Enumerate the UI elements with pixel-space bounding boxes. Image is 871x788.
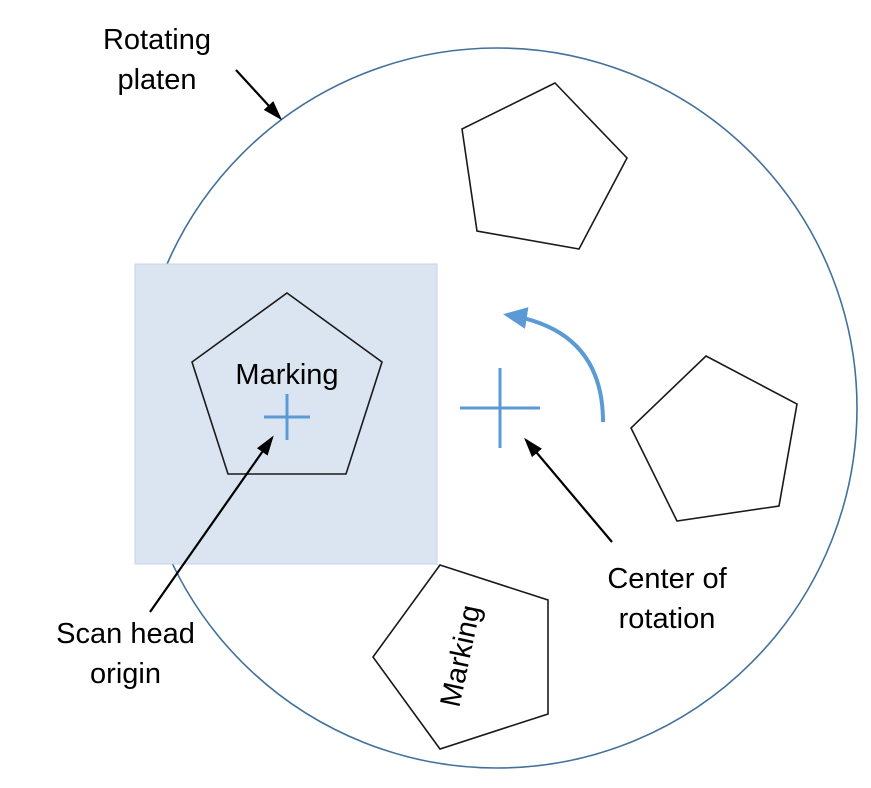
label-center-of-rotation: Center of rotation — [607, 563, 727, 635]
rotating-platen-pointer-arrow — [235, 69, 283, 121]
label-rotating-platen: Rotating platen — [102, 24, 211, 96]
pentagon-right — [630, 355, 798, 522]
center-of-rotation-cross — [460, 368, 540, 448]
scan-head-origin-pointer-arrow — [149, 435, 274, 613]
marking-pentagon-bottom — [372, 564, 549, 750]
center-of-rotation-pointer-arrow — [524, 437, 613, 543]
scan-head-origin-cross — [264, 394, 310, 440]
scan-field-rect — [134, 263, 438, 565]
rotation-direction-arrow — [503, 307, 605, 423]
label-marking-left: Marking — [235, 359, 339, 391]
pentagon-top — [461, 82, 628, 250]
label-scan-head-origin: Scan head origin — [56, 618, 195, 690]
marking-pentagon-left — [191, 292, 383, 475]
